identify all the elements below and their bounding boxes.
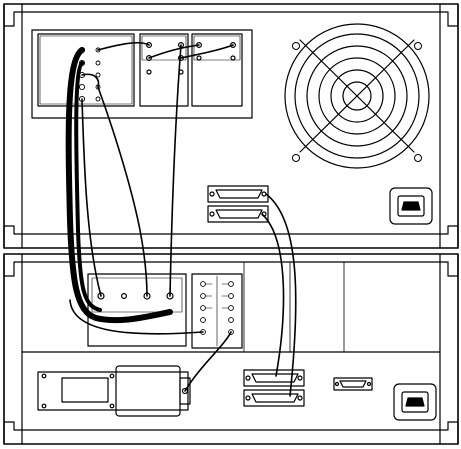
coax-cable-4: [180, 44, 234, 59]
power-module: [37, 365, 191, 417]
upper-foot-br: [439, 225, 459, 249]
coax-cable-7: [81, 98, 102, 297]
upper-foot-tr: [439, 3, 459, 27]
coax-cable-6: [169, 44, 182, 297]
dsub-connector-a: [243, 369, 305, 387]
coax-cable-3: [148, 44, 200, 59]
upper-panel-frame: [31, 29, 253, 119]
dsub-connector-upper: [207, 185, 269, 203]
right-connector-panel: [191, 33, 243, 107]
cables: [65, 42, 297, 397]
lower-foot-tr: [439, 253, 459, 277]
ribbon-cable-1: [265, 193, 297, 397]
coax-cable-5: [97, 86, 148, 297]
thick-harness: [65, 47, 173, 324]
upper-foot-tl: [3, 3, 23, 27]
lower-foot-br: [439, 421, 459, 445]
short-jumper: [184, 331, 232, 392]
coax-cable-2: [97, 42, 150, 51]
upper-foot-bl: [3, 225, 23, 249]
thick-harness-inner: [74, 61, 102, 312]
coax-cable-8: [69, 299, 204, 335]
lower-power-inlet: [393, 383, 437, 421]
fan-mount-screws: [292, 42, 422, 162]
lower-instrument-rear-panel: [3, 253, 459, 445]
upper-instrument-rear-panel: [3, 3, 459, 249]
lower-foot-bl: [3, 421, 23, 445]
small-dsub-connector: [333, 377, 373, 391]
dsub-connector-lower: [207, 205, 269, 223]
dsub-connector-b: [243, 389, 305, 407]
lower-foot-tl: [3, 253, 23, 277]
bnc-panel: [191, 273, 243, 349]
coax-cable-1: [81, 73, 100, 88]
cooling-fan: [284, 23, 430, 169]
ribbon-cable-2: [261, 213, 285, 377]
upper-power-inlet: [389, 187, 433, 225]
